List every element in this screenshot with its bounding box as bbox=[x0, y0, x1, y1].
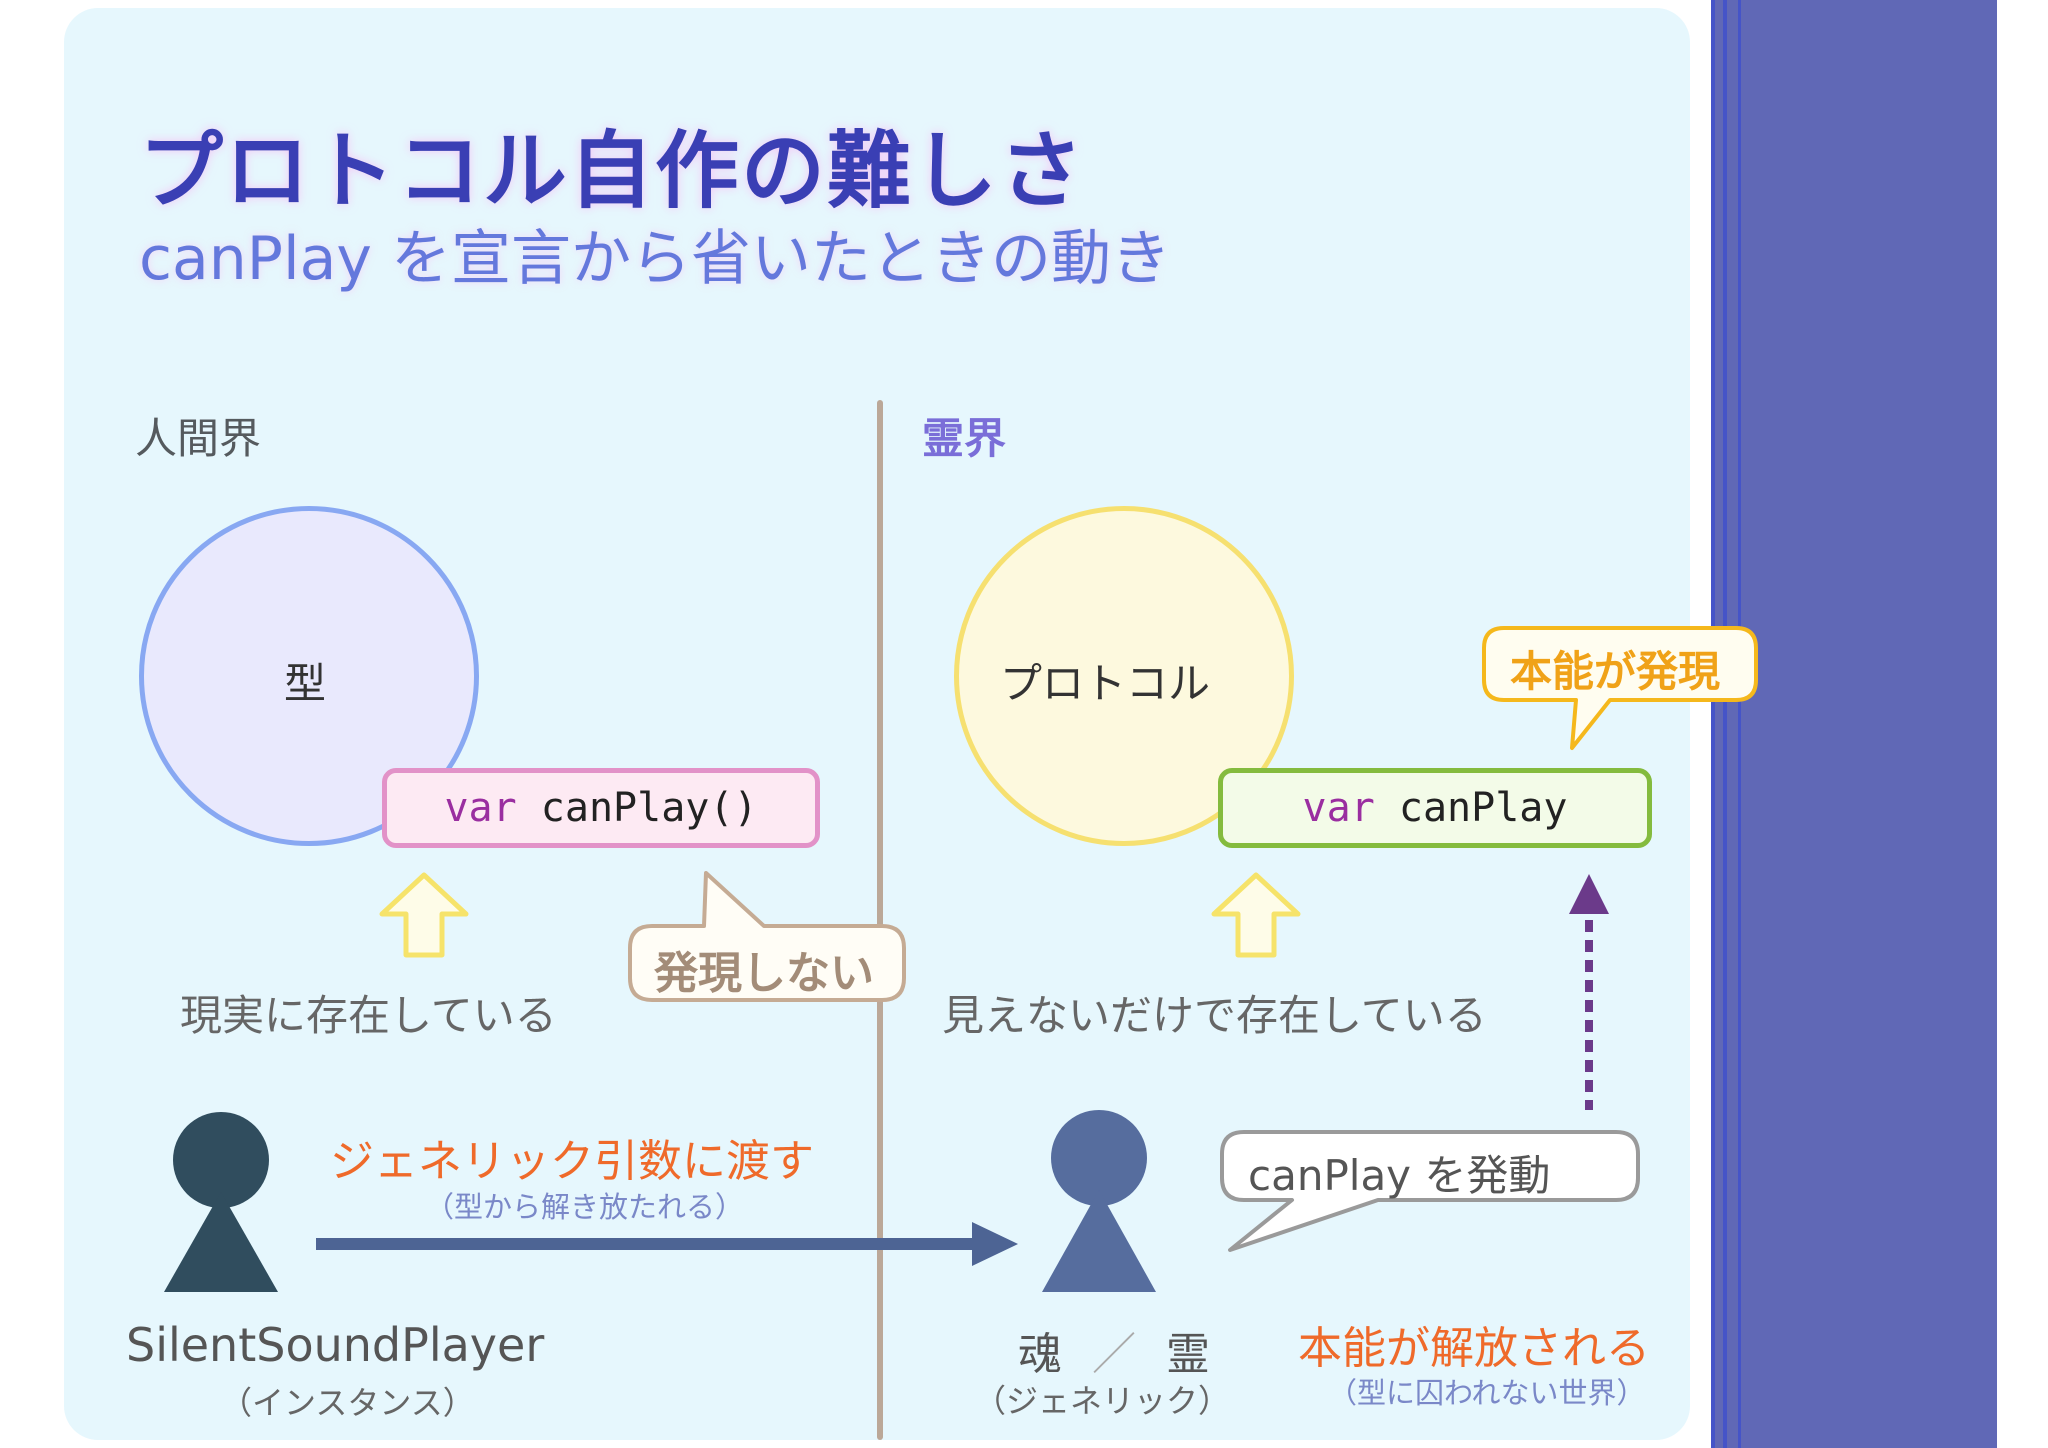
soul-separator: ／ bbox=[1092, 1329, 1136, 1380]
realm-divider bbox=[877, 400, 883, 1440]
soul-text: 魂 bbox=[1018, 1329, 1062, 1380]
instance-sub: （インスタンス） bbox=[220, 1384, 475, 1422]
instinct-text: 本能が発現 bbox=[1510, 647, 1721, 696]
instinct-release-label: 本能が解放される bbox=[1298, 1323, 1650, 1374]
soul-label: 魂 ／ 霊 bbox=[1018, 1318, 1210, 1382]
page-title: プロトコル自作の難しさ bbox=[139, 122, 1086, 220]
side-stripe bbox=[1715, 0, 1997, 1448]
instance-figure-icon bbox=[164, 1112, 278, 1292]
up-arrow-icon bbox=[1211, 872, 1301, 958]
invoke-text: canPlay を発動 bbox=[1248, 1151, 1551, 1200]
pass-arrow-icon bbox=[316, 1222, 1018, 1266]
stripe-line bbox=[1723, 0, 1727, 1448]
human-realm-label: 人間界 bbox=[135, 414, 262, 463]
pass-generic-label: ジェネリック引数に渡す bbox=[330, 1136, 814, 1187]
soul-figure-icon bbox=[1042, 1110, 1156, 1292]
code-identifier: canPlay bbox=[1374, 785, 1568, 831]
instinct-release-sub: （型に囚われない世界） bbox=[1328, 1376, 1646, 1410]
stripe-line bbox=[1711, 0, 1715, 1448]
instance-name: SilentSoundPlayer bbox=[126, 1318, 545, 1372]
code-canplay-method: var canPlay() bbox=[382, 768, 820, 848]
spirit-realm-label: 霊界 bbox=[922, 414, 1007, 463]
code-keyword: var bbox=[444, 785, 517, 831]
invoke-bubble bbox=[1220, 1130, 1640, 1252]
instinct-bubble bbox=[1482, 626, 1758, 750]
up-arrow-icon bbox=[379, 872, 469, 958]
pass-generic-sub: （型から解き放たれる） bbox=[425, 1190, 745, 1224]
hidden-exists-caption: 見えないだけで存在している bbox=[942, 991, 1487, 1040]
type-circle-label: 型 bbox=[284, 659, 327, 708]
page-subtitle: canPlay を宣言から省いたときの動き bbox=[139, 224, 1171, 294]
no-manifest-bubble bbox=[628, 871, 906, 1002]
dotted-up-arrow-icon bbox=[1569, 874, 1609, 1110]
exists-caption: 現実に存在している bbox=[180, 991, 557, 1040]
spirit-text: 霊 bbox=[1166, 1329, 1210, 1380]
stripe-line bbox=[1738, 0, 1741, 1448]
generic-sub: （ジェネリック） bbox=[974, 1382, 1231, 1420]
code-canplay-property: var canPlay bbox=[1218, 768, 1652, 848]
protocol-circle-label: プロトコル bbox=[1000, 659, 1211, 708]
no-manifest-text: 発現しない bbox=[654, 948, 874, 999]
code-identifier: canPlay() bbox=[516, 785, 758, 831]
code-keyword: var bbox=[1302, 785, 1375, 831]
